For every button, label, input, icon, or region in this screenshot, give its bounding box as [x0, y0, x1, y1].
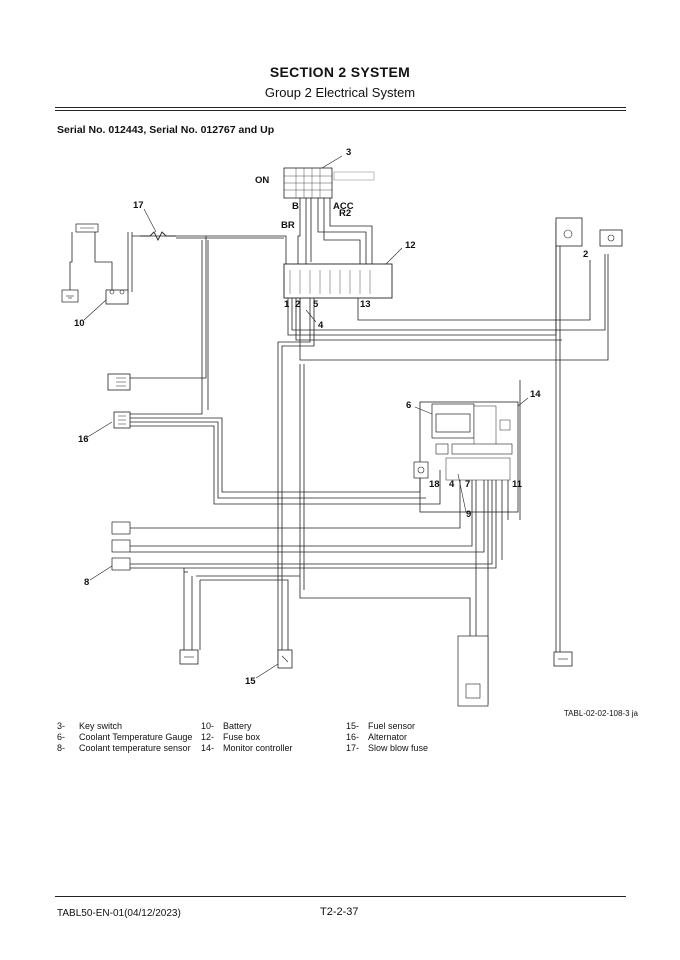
legend-item: 14- Monitor controller	[201, 743, 293, 754]
callout-6: 6	[406, 400, 411, 411]
callout-9: 9	[466, 509, 471, 520]
legend-number: 16-	[346, 732, 360, 742]
battery	[105, 289, 129, 305]
legend-text: Fuse box	[223, 732, 261, 742]
group-subtitle: Group 2 Electrical System	[264, 85, 416, 100]
earth-terminal-left	[61, 289, 79, 303]
document-code: TABL50-EN-01(04/12/2023)	[57, 908, 181, 919]
legend-column-2: 10- Battery 12- Fuse box 14- Monitor contro…	[201, 721, 293, 754]
legend-item: 17- Slow blow fuse	[346, 743, 428, 754]
page-number: T2-2-37	[320, 906, 359, 918]
legend-number: 3-	[57, 721, 66, 731]
callout-1: 1	[284, 299, 290, 310]
legend-item: 15- Fuel sensor	[346, 721, 428, 732]
monitor-connector	[413, 461, 429, 479]
label-acc: ACC	[333, 201, 354, 212]
legend-text: Battery	[223, 721, 252, 731]
legend-item: 8- Coolant temperature sensor	[57, 743, 192, 754]
slow-blow-fuse	[140, 231, 176, 242]
callout-17: 17	[133, 200, 144, 211]
key-switch	[283, 167, 375, 199]
left-sensors	[111, 521, 131, 571]
callout-2-relay: 2	[583, 249, 588, 260]
callout-11: 11	[512, 479, 523, 490]
header-rule-top	[55, 107, 626, 108]
legend-number: 14-	[201, 743, 215, 753]
legend-item: 3- Key switch	[57, 721, 192, 732]
callout-7: 7	[465, 479, 470, 490]
legend-item: 16- Alternator	[346, 732, 428, 743]
label-r2: R2	[339, 208, 351, 219]
label-br: BR	[281, 220, 295, 231]
legend-column-3: 15- Fuel sensor 16- Alternator 17- Slow blo…	[346, 721, 428, 754]
callout-18: 18	[429, 479, 440, 490]
callout-4-monitor: 4	[449, 479, 455, 490]
callout-16: 16	[78, 434, 89, 445]
callout-leaders	[83, 155, 529, 679]
callout-12: 12	[405, 240, 416, 251]
callout-14: 14	[530, 389, 541, 400]
monitor-controller	[431, 403, 513, 481]
legend-number: 10-	[201, 721, 215, 731]
legend-text: Fuel sensor	[368, 721, 416, 731]
callout-3: 3	[346, 147, 351, 158]
wires	[69, 197, 609, 704]
horn-relay	[107, 373, 131, 391]
legend-text: Slow blow fuse	[368, 743, 429, 753]
earth-terminal-bottom-right	[553, 651, 573, 667]
legend-text: Monitor controller	[223, 743, 293, 753]
figure-id: TABL-02-02-108-3 ja	[563, 709, 638, 718]
section-title: SECTION 2 SYSTEM	[269, 64, 411, 80]
fuse-box	[283, 263, 393, 299]
legend-number: 6-	[57, 732, 66, 742]
legend-number: 17-	[346, 743, 360, 753]
callout-13: 13	[360, 299, 371, 310]
bottom-connector	[457, 635, 489, 707]
footer-rule	[55, 896, 626, 897]
legend-number: 12-	[201, 732, 215, 742]
legend-text: Key switch	[79, 721, 123, 731]
header-rule-bottom	[55, 110, 626, 111]
label-b: B	[292, 201, 299, 212]
work-light-relay	[555, 217, 623, 247]
earth-terminal-bottom-left	[179, 649, 199, 665]
legend-item: 6- Coolant Temperature Gauge	[57, 732, 192, 743]
callout-8: 8	[84, 577, 89, 588]
callout-labels: 3 17 12 2 10 1 2 5 4 13 6 14 16 18 4 7 1…	[74, 147, 588, 687]
legend-number: 15-	[346, 721, 360, 731]
legend-text: Alternator	[368, 732, 408, 742]
fuel-sensor	[277, 649, 293, 669]
callout-4-fusebox: 4	[318, 320, 324, 331]
legend-number: 8-	[57, 743, 66, 753]
legend-text: Coolant temperature sensor	[79, 743, 191, 753]
callout-2-fusebox: 2	[295, 299, 300, 310]
legend-item: 10- Battery	[201, 721, 293, 732]
battery-relay	[75, 223, 99, 233]
label-on: ON	[255, 175, 269, 186]
legend-text: Coolant Temperature Gauge	[79, 732, 193, 742]
legend-item: 12- Fuse box	[201, 732, 293, 743]
callout-10: 10	[74, 318, 85, 329]
callout-15: 15	[245, 676, 256, 687]
serial-number-heading: Serial No. 012443, Serial No. 012767 and…	[57, 124, 275, 136]
alternator	[113, 411, 131, 429]
legend-column-1: 3- Key switch 6- Coolant Temperature Gauge…	[57, 721, 192, 754]
callout-5: 5	[313, 299, 319, 310]
